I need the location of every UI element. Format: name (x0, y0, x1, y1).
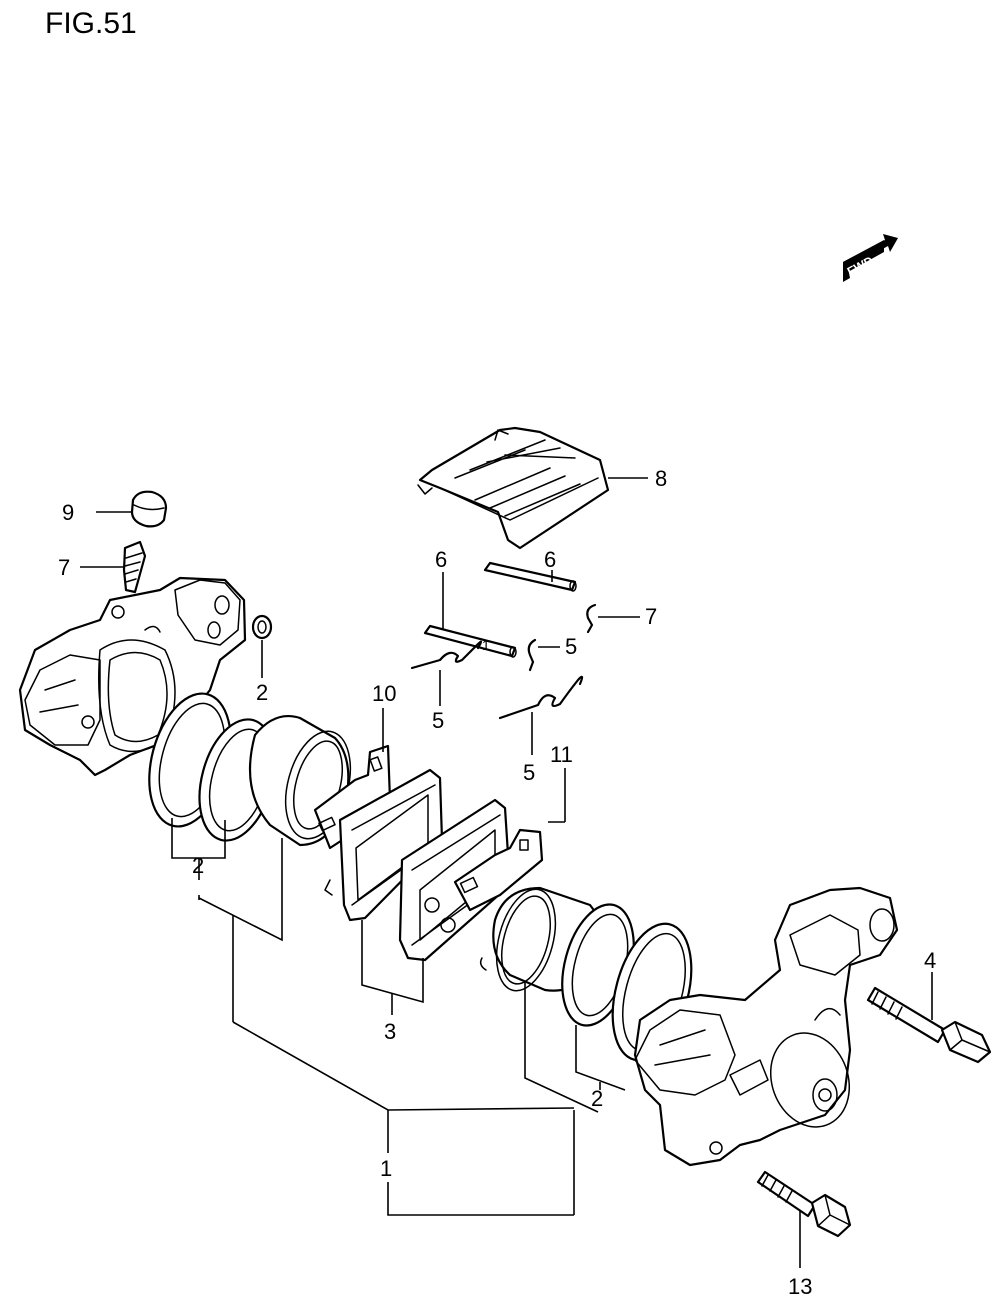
caliper-housing-left (18, 576, 247, 777)
bleeder-valve (122, 540, 147, 594)
pad-shim-right (453, 828, 544, 912)
mounting-bolt-lower (756, 1170, 852, 1238)
callout-4: 4 (924, 948, 936, 973)
mounting-bolt-upper (866, 986, 992, 1064)
bracket-left-assembly (198, 838, 283, 942)
pad-spring-wire-right (498, 675, 584, 720)
pin-clip-front (527, 638, 537, 672)
pad-spring-wire-left (410, 640, 483, 670)
bracket-main-assembly (232, 1021, 575, 1111)
callout-2-top: 2 (256, 680, 268, 705)
caliper-housing-right (633, 886, 899, 1167)
callout-3: 3 (384, 1019, 396, 1044)
pad-spring-plate (417, 426, 610, 550)
callout-2-left: 2 (192, 853, 204, 878)
bracket-right-seals (575, 1025, 626, 1091)
bleeder-cap (130, 490, 168, 528)
fwd-arrow-icon: FWD (843, 234, 898, 282)
callout-13: 13 (788, 1274, 812, 1299)
pad-shim-left (313, 744, 392, 850)
callout-6-left: 6 (435, 547, 447, 572)
small-seal-ring (251, 614, 273, 640)
callout-12: 11 (550, 742, 573, 767)
pin-clip-rear (586, 603, 597, 634)
callout-9: 7 (58, 555, 70, 580)
callout-8: 8 (655, 466, 667, 491)
pin-mark: 1 (482, 637, 490, 653)
callout-7-left: 5 (565, 634, 577, 659)
pad-pin-front (423, 624, 517, 658)
brake-pad-right (398, 798, 512, 962)
callout-5-right: 5 (523, 760, 535, 785)
callout-7-right: 7 (645, 604, 657, 629)
callout-10: 9 (62, 500, 74, 525)
figure-title: FIG.51 (45, 7, 137, 40)
callout-5-left: 5 (432, 708, 444, 733)
pad-pin-rear (483, 561, 577, 592)
callout-6-right: 6 (544, 547, 556, 572)
callout-1: 1 (380, 1156, 392, 1181)
callout-11: 10 (372, 681, 396, 706)
callout-2-right: 2 (591, 1086, 603, 1111)
